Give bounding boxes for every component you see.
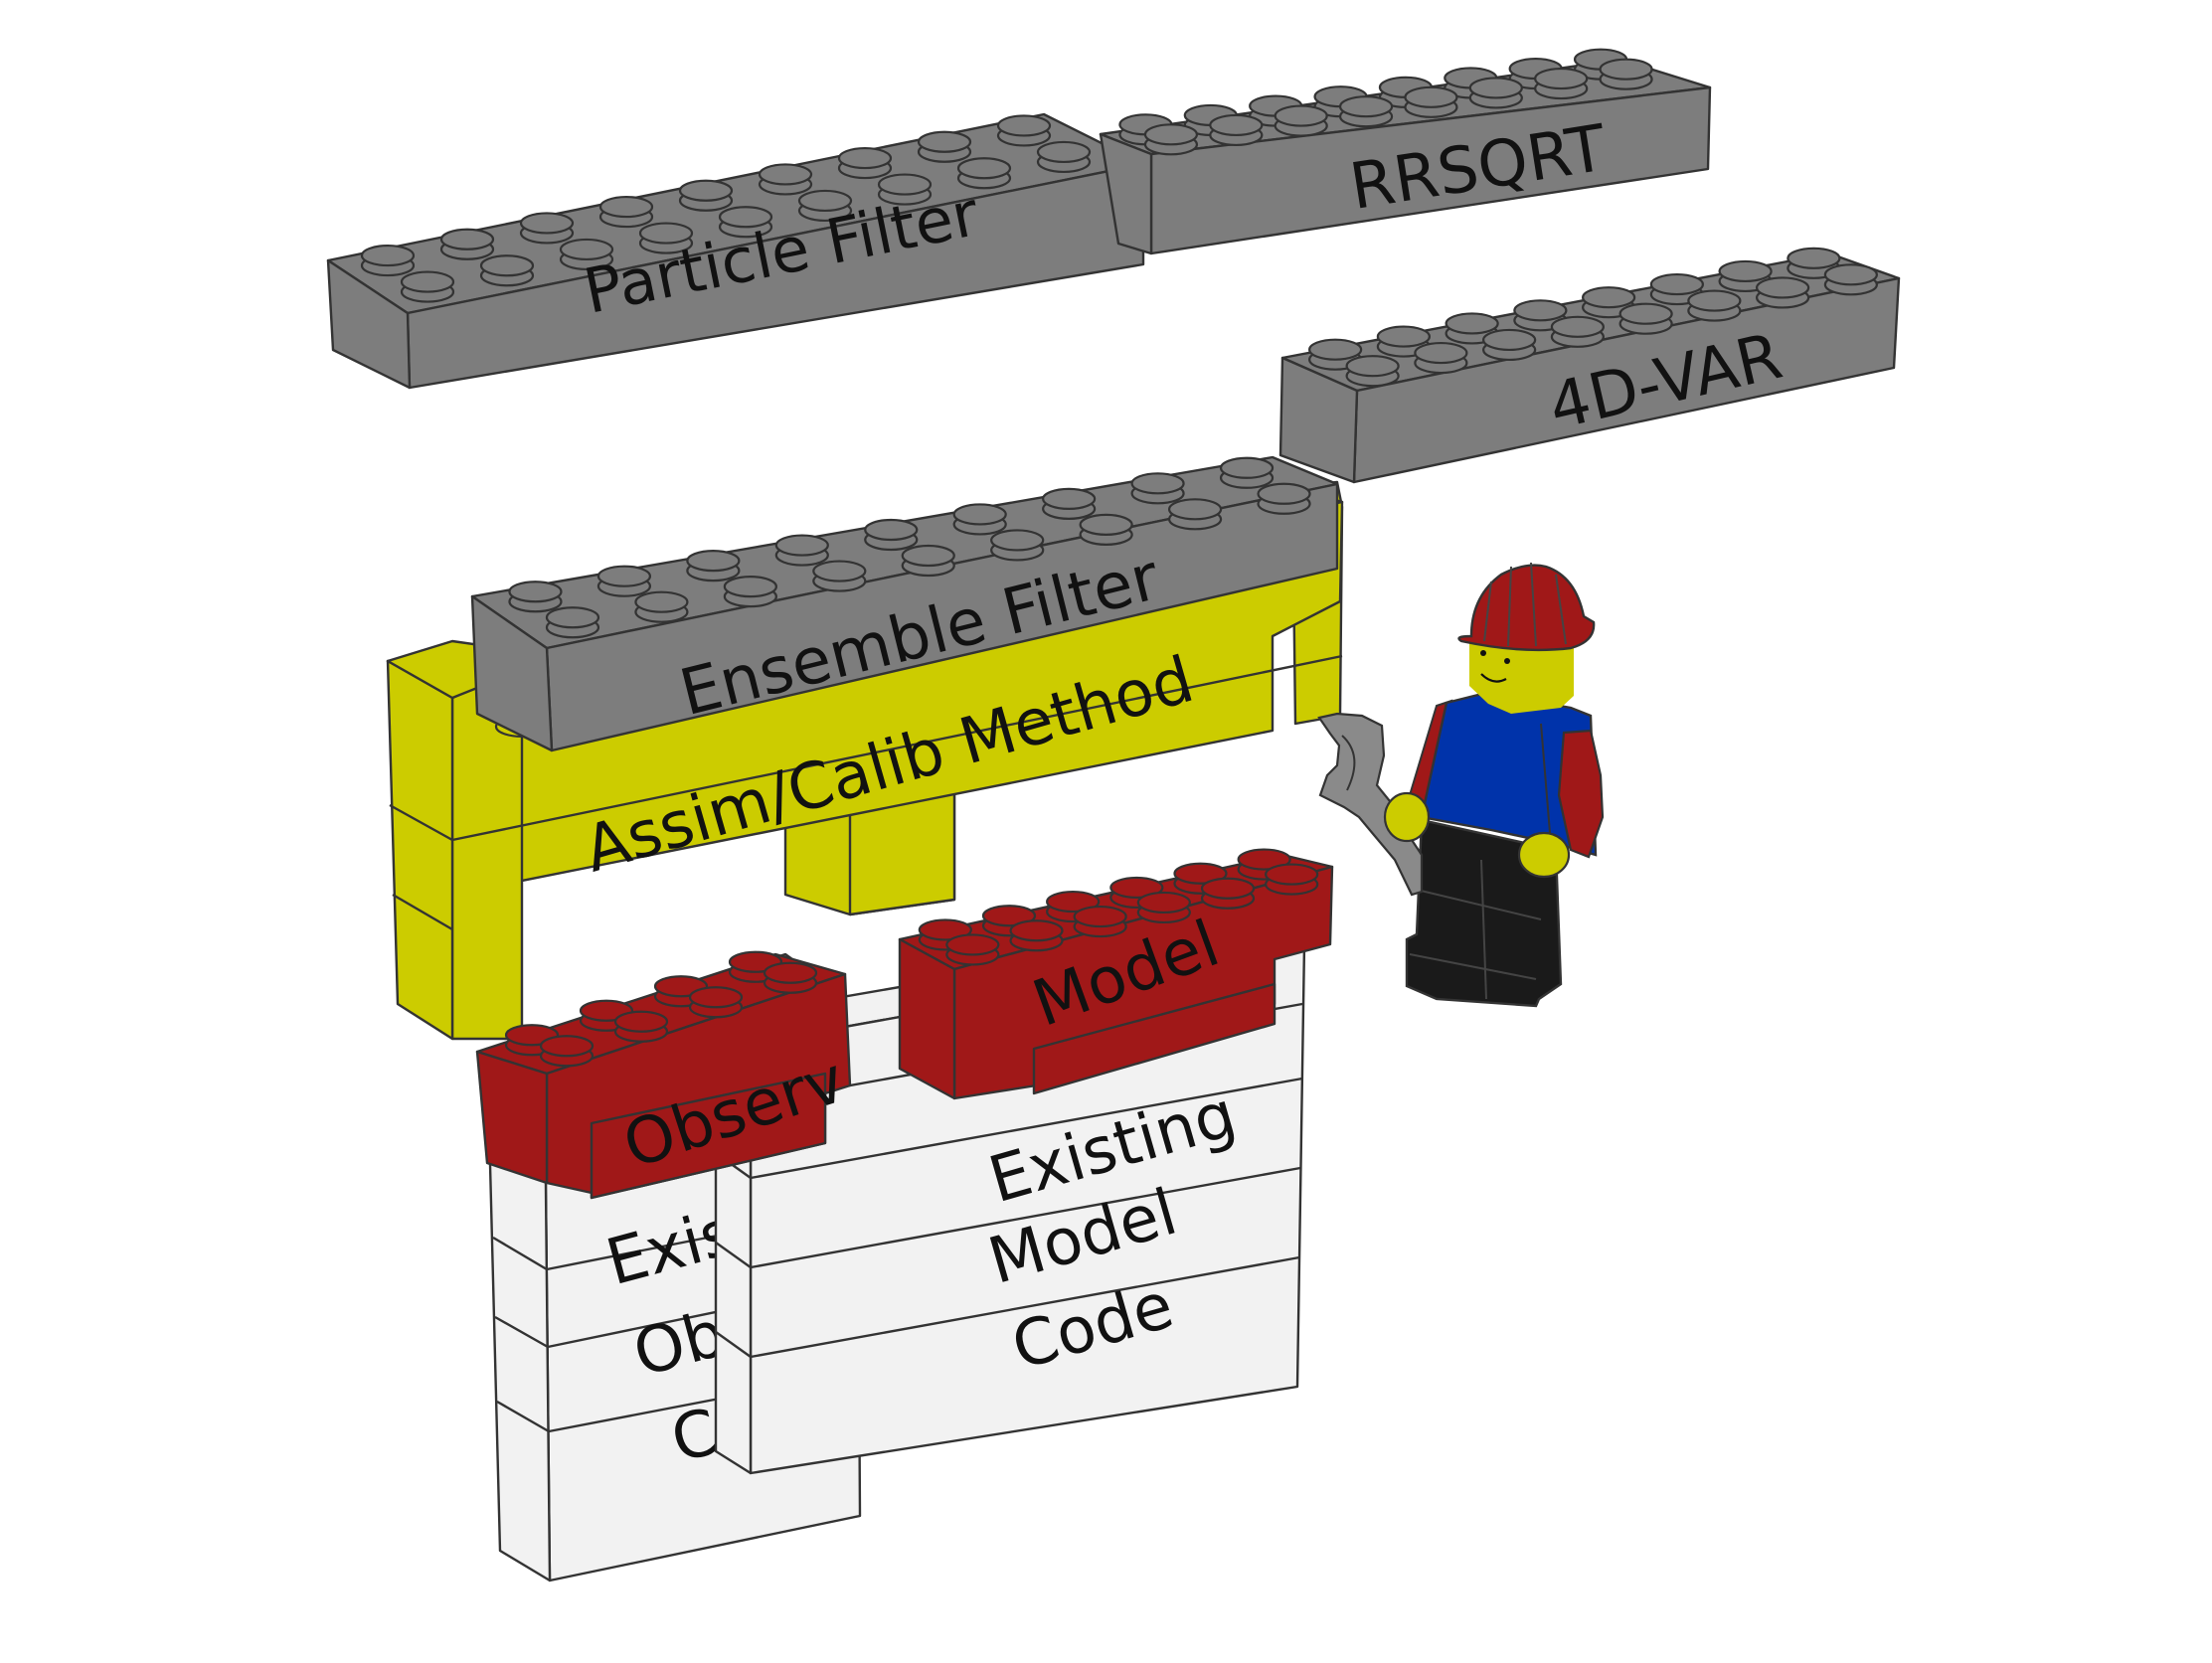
stud: [877, 173, 933, 196]
brick-studs: [508, 456, 1311, 639]
stud: [1173, 862, 1228, 885]
stud: [901, 544, 955, 568]
brick-4d-var: 4D-VAR: [1278, 247, 1901, 484]
brick-studs: [504, 950, 818, 1068]
stud: [812, 560, 867, 582]
stud: [990, 529, 1045, 552]
brick-studs: [918, 848, 1319, 966]
stud: [774, 534, 829, 557]
stud: [519, 212, 575, 235]
stud: [634, 590, 689, 613]
stud: [996, 114, 1052, 137]
stud: [1265, 863, 1319, 886]
brick-rrsqrt: RRSQRT: [1099, 48, 1712, 255]
stud: [1167, 498, 1223, 521]
stud: [864, 518, 919, 542]
stud: [400, 270, 455, 293]
stud: [956, 157, 1012, 180]
stud: [508, 581, 563, 603]
brick-model: Model: [898, 848, 1334, 1100]
stud: [1582, 286, 1636, 309]
stud: [1649, 272, 1704, 296]
stud: [1200, 877, 1256, 900]
stud: [688, 986, 744, 1009]
stud: [945, 933, 1000, 956]
stud: [1534, 67, 1589, 90]
wrench-icon: [1317, 712, 1424, 897]
stud: [1143, 123, 1199, 146]
stud: [1130, 472, 1185, 495]
stud: [1482, 328, 1537, 352]
stud: [718, 206, 773, 229]
stud: [918, 918, 972, 941]
stud: [479, 254, 535, 277]
stud: [917, 130, 972, 153]
stud: [1257, 482, 1311, 505]
stud: [837, 146, 893, 170]
hard-hat-icon: [1457, 562, 1596, 652]
stud: [613, 1010, 669, 1033]
brick-particle-filter: Particle Filter: [326, 112, 1145, 390]
stud: [360, 244, 416, 267]
stud: [1345, 355, 1400, 378]
stud: [1036, 140, 1092, 164]
stud: [763, 961, 818, 984]
stud: [1209, 113, 1264, 137]
stud: [1787, 247, 1841, 269]
stud: [1823, 263, 1878, 286]
stud: [686, 550, 741, 573]
stud: [598, 195, 654, 219]
brick-studs: [360, 114, 1092, 303]
stud: [1219, 456, 1275, 479]
stud: [596, 565, 652, 587]
minifig-right-arm: [1557, 729, 1605, 859]
minifig-worker: [1317, 562, 1605, 1008]
minifig-right-hand: [1517, 831, 1571, 879]
stud: [723, 576, 777, 598]
stud: [1237, 848, 1291, 871]
stud: [1468, 77, 1523, 99]
stud: [1073, 905, 1127, 928]
stud: [981, 905, 1037, 927]
stud: [797, 189, 853, 213]
stud: [952, 503, 1007, 526]
stud: [1274, 104, 1328, 127]
stud: [1599, 58, 1653, 81]
stud: [1445, 312, 1499, 335]
stud: [1009, 919, 1064, 942]
stud: [678, 179, 734, 202]
minifig-left-hand: [1383, 791, 1431, 843]
stud: [439, 228, 495, 250]
stud: [1338, 95, 1394, 118]
stud: [1718, 259, 1773, 283]
stud: [1042, 487, 1097, 510]
stud: [1308, 338, 1363, 361]
stud: [1618, 302, 1673, 325]
stud: [1404, 85, 1458, 108]
brick-ensemble-filter: Ensemble Filter: [470, 455, 1339, 752]
stud: [1079, 513, 1133, 536]
stud: [545, 606, 600, 629]
minifig-head: [1469, 641, 1574, 714]
stud: [758, 163, 813, 186]
stud: [1046, 890, 1101, 914]
stud: [1109, 876, 1164, 900]
stud: [1136, 891, 1191, 915]
stud: [1687, 289, 1742, 312]
stud: [1376, 325, 1431, 348]
brick-studs: [1308, 247, 1878, 388]
stud: [1513, 299, 1568, 322]
stud: [539, 1035, 595, 1058]
stud: [1414, 341, 1468, 365]
stud: [1756, 276, 1810, 299]
stud: [1550, 315, 1605, 338]
stud: [559, 238, 614, 261]
stud: [638, 222, 694, 245]
brick-studs: [1118, 48, 1653, 156]
